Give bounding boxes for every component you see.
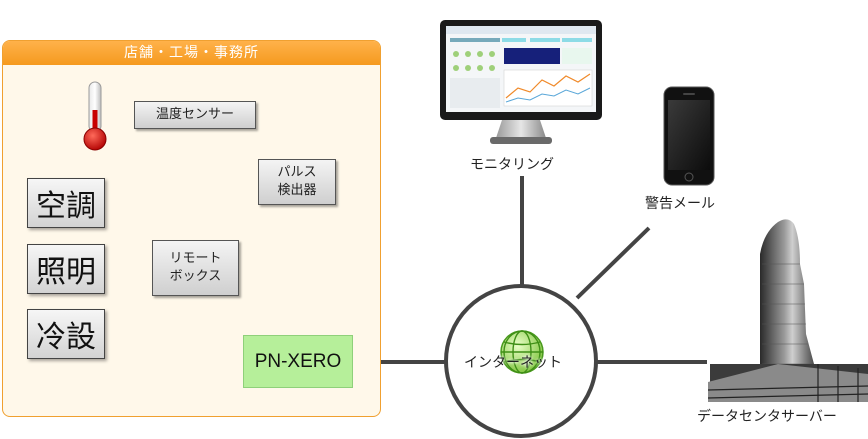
pulse-detector-label-line1: パルス (277, 165, 317, 181)
datacenter-building-icon (708, 219, 868, 402)
aircon-label: 空調 (36, 189, 96, 224)
alert-mail-label: 警告メール (645, 196, 715, 212)
refrigeration-box: 冷設 (27, 309, 105, 359)
aircon-box: 空調 (27, 178, 105, 228)
refrigeration-label: 冷設 (36, 320, 96, 355)
remote-box: リモート ボックス (152, 240, 239, 296)
remote-box-label-line2: ボックス (169, 269, 222, 284)
remote-box-label-line1: リモート (169, 251, 222, 267)
thermometer-icon (83, 81, 107, 151)
facility-title: 店舗・工場・事務所 (3, 41, 380, 65)
lighting-box: 照明 (27, 244, 105, 294)
monitor-icon (440, 20, 602, 144)
globe-icon (500, 330, 544, 374)
pulse-detector-box: パルス 検出器 (258, 159, 336, 205)
gateway-box: PN-XERO (243, 335, 353, 388)
temp-sensor-label: 温度センサー (155, 107, 234, 123)
pulse-detector-label-line2: 検出器 (277, 183, 317, 198)
internet-label: インターネット (464, 355, 562, 371)
line-internet-alert (575, 226, 651, 300)
smartphone-icon (663, 86, 715, 186)
lighting-label: 照明 (36, 255, 96, 290)
temp-sensor-box: 温度センサー (134, 101, 256, 129)
datacenter-label: データセンタサーバー (697, 409, 837, 425)
monitoring-label: モニタリング (470, 157, 554, 173)
gateway-label: PN-XERO (254, 350, 342, 372)
